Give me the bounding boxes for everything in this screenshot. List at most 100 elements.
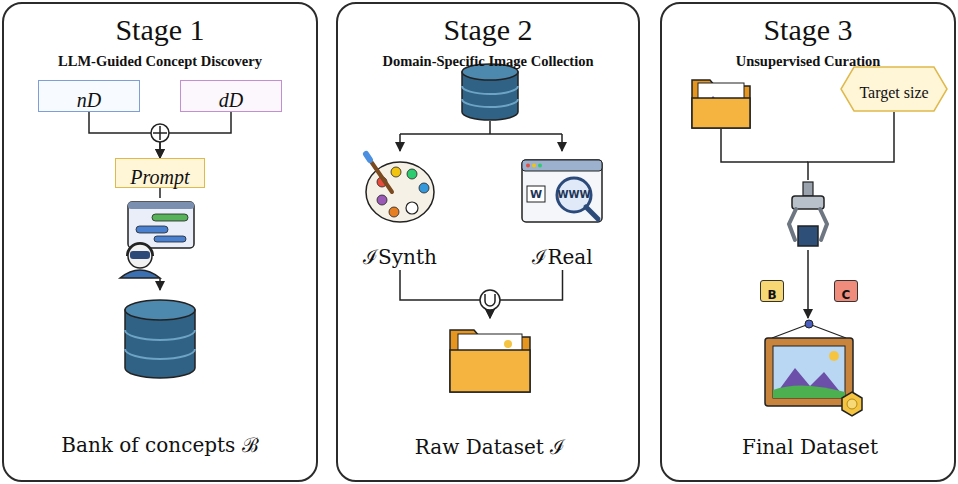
browser-icon bbox=[522, 160, 602, 222]
picture-icon bbox=[765, 338, 853, 406]
node-label: B bbox=[767, 288, 776, 302]
input-box: nD bbox=[38, 80, 140, 112]
browser-icon bbox=[527, 186, 545, 202]
palette-icon bbox=[407, 169, 417, 179]
icon-caption: ℐReal bbox=[505, 152, 620, 270]
chatbot-icon bbox=[136, 226, 168, 233]
node-label: nD bbox=[77, 89, 101, 112]
merge-line bbox=[721, 129, 808, 162]
claw-icon bbox=[792, 196, 824, 209]
palette-icon bbox=[370, 160, 392, 192]
icon-letter: WWW bbox=[557, 190, 590, 200]
input-box: dD bbox=[180, 80, 282, 112]
browser-icon bbox=[526, 164, 530, 168]
picture-icon bbox=[805, 320, 813, 328]
node-label: ℐReal bbox=[532, 244, 592, 270]
palette-icon bbox=[406, 202, 418, 214]
chatbot-icon bbox=[120, 270, 160, 278]
browser-icon bbox=[522, 160, 602, 171]
icon-caption: Final Dataset bbox=[715, 318, 905, 460]
stage-panel: Stage 1 LLM-Guided Concept Discovery nD dD P… bbox=[2, 2, 318, 482]
database-icon bbox=[125, 300, 195, 320]
database-icon bbox=[462, 64, 518, 120]
claw-icon bbox=[786, 180, 830, 250]
stage-panel: Stage 3 Unsupervised CurationTarget sizeB… bbox=[660, 2, 956, 482]
letter-chip: B bbox=[760, 280, 784, 302]
stage-subtitle: LLM-Guided Concept Discovery bbox=[4, 52, 316, 70]
chatbot-icon bbox=[130, 251, 150, 259]
sum-junction bbox=[153, 126, 167, 140]
union-junction bbox=[480, 290, 500, 310]
palette-icon bbox=[419, 183, 429, 193]
chatbot-icon bbox=[128, 202, 194, 248]
palette-icon bbox=[391, 167, 401, 177]
sum-junction bbox=[151, 124, 169, 142]
stage-subtitle: Unsupervised Curation bbox=[662, 52, 954, 70]
split-lines bbox=[399, 134, 401, 151]
chatbot-icon bbox=[116, 198, 204, 278]
stage-subtitle: Domain-Specific Image Collection bbox=[338, 52, 638, 70]
folder-icon bbox=[692, 98, 750, 128]
database-icon bbox=[125, 330, 195, 359]
node-label: Target size bbox=[859, 84, 928, 102]
split-lines bbox=[400, 121, 562, 151]
stage-panel: Stage 2Domain-Specific Image Collectionℐ… bbox=[336, 2, 640, 482]
chatbot-icon bbox=[128, 202, 194, 209]
flow-arrow bbox=[490, 270, 563, 318]
chatbot-icon bbox=[127, 243, 153, 256]
stage-title: Stage 3 bbox=[662, 12, 954, 48]
stage-title: Stage 1 bbox=[4, 12, 316, 48]
picture-icon bbox=[765, 320, 862, 416]
claw-icon bbox=[798, 226, 818, 246]
folder-icon bbox=[692, 80, 750, 128]
sum-junction bbox=[151, 124, 169, 142]
icon-caption: Raw Dataset ℐ bbox=[395, 318, 585, 460]
flow-arrow bbox=[160, 112, 231, 158]
flow-arrow bbox=[400, 270, 490, 318]
picture-icon bbox=[773, 385, 845, 398]
picture-icon bbox=[773, 368, 845, 398]
claw-icon bbox=[786, 180, 830, 250]
palette-icon bbox=[389, 207, 399, 217]
split-lines bbox=[561, 134, 563, 151]
merge-line bbox=[721, 129, 808, 162]
icon-caption: ℐSynth bbox=[350, 152, 450, 270]
flow-arrow bbox=[808, 112, 894, 318]
folder-icon bbox=[692, 80, 750, 128]
claw-icon bbox=[789, 209, 796, 240]
flow-arrow bbox=[89, 112, 160, 158]
folder-icon bbox=[450, 330, 530, 392]
union-junction bbox=[485, 294, 495, 306]
node-label: Bank of concepts ℬ bbox=[61, 432, 258, 458]
node-label: C bbox=[842, 288, 851, 302]
claw-icon bbox=[803, 182, 813, 196]
split-lines bbox=[400, 121, 562, 134]
palette-icon bbox=[377, 195, 387, 205]
database-icon bbox=[125, 300, 195, 378]
folder-icon bbox=[504, 340, 512, 348]
folder-icon bbox=[450, 330, 530, 392]
icon-letter: W bbox=[530, 189, 542, 200]
icon-caption: Bank of concepts ℬ bbox=[40, 290, 280, 458]
chatbot-icon bbox=[152, 214, 188, 221]
target-hexagon: Target size bbox=[840, 66, 948, 112]
browser-icon bbox=[522, 160, 602, 222]
folder-icon bbox=[450, 350, 530, 392]
database-icon bbox=[462, 86, 518, 107]
union-junction bbox=[480, 290, 500, 310]
input-box: Prompt bbox=[115, 158, 205, 188]
chatbot-icon bbox=[116, 198, 204, 278]
browser-icon bbox=[586, 207, 598, 219]
letter-chip: C bbox=[834, 280, 858, 302]
palette-icon bbox=[366, 154, 434, 222]
node-label: dD bbox=[219, 89, 243, 112]
chatbot-icon bbox=[128, 244, 152, 268]
node-label: Prompt bbox=[130, 166, 189, 189]
picture-icon bbox=[842, 392, 862, 416]
node-label: Raw Dataset ℐ bbox=[415, 434, 565, 460]
picture-icon bbox=[773, 346, 845, 398]
picture-icon bbox=[847, 399, 857, 409]
